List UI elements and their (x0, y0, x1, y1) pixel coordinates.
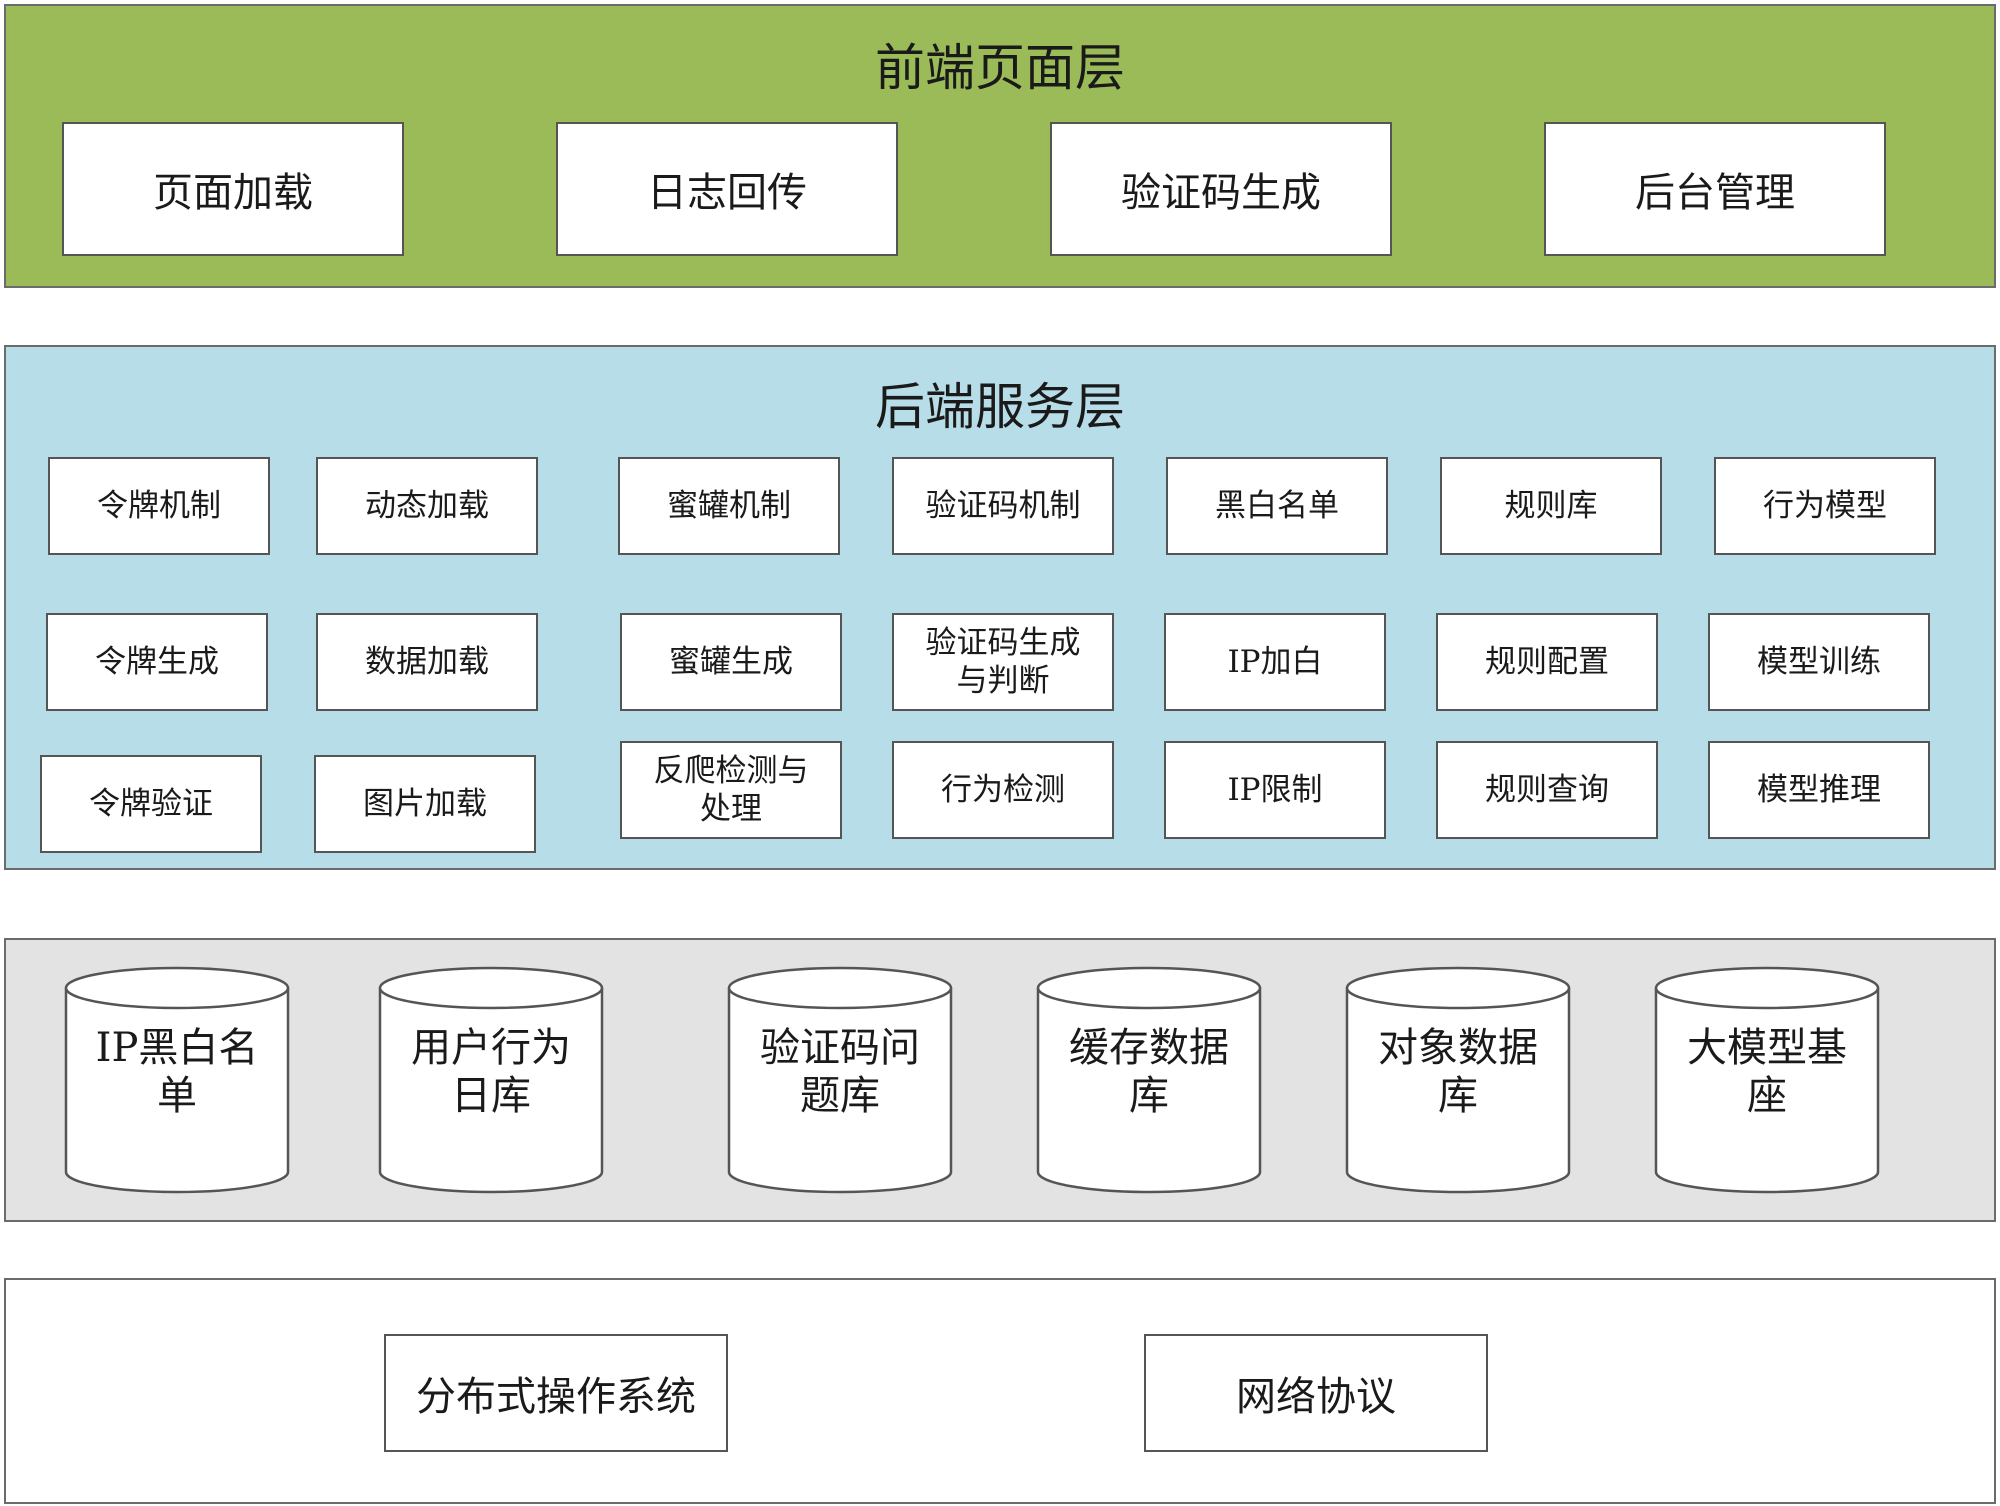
backend-token-mechanism: 令牌机制 (48, 457, 270, 555)
backend-model-train: 模型训练 (1708, 613, 1930, 711)
database-label: IP黑白名 单 (95, 1025, 259, 1119)
database-captcha-questions: 验证码问 题库 (727, 966, 953, 1194)
backend-layer-title: 后端服务层 (875, 378, 1125, 436)
backend-honeypot-mechanism: 蜜罐机制 (618, 457, 840, 555)
backend-layer: 后端服务层 令牌机制 令牌生成 令牌验证 动态加载 数据加载 图片加载 蜜罐机制… (4, 345, 1996, 870)
database-label: 大模型基 座 (1687, 1025, 1847, 1119)
database-label: 缓存数据 库 (1069, 1025, 1229, 1119)
frontend-item-page-load: 页面加载 (62, 122, 404, 256)
database-large-model: 大模型基 座 (1654, 966, 1880, 1194)
frontend-layer-title: 前端页面层 (875, 39, 1125, 97)
database-user-behavior: 用户行为 日库 (378, 966, 604, 1194)
backend-data-load: 数据加载 (316, 613, 538, 711)
backend-captcha-mechanism: 验证码机制 (892, 457, 1114, 555)
backend-ip-limit: IP限制 (1164, 741, 1386, 839)
frontend-item-log-return: 日志回传 (556, 122, 898, 256)
backend-honeypot-generate: 蜜罐生成 (620, 613, 842, 711)
backend-rule-config: 规则配置 (1436, 613, 1658, 711)
backend-anti-crawl: 反爬检测与 处理 (620, 741, 842, 839)
backend-behavior-model: 行为模型 (1714, 457, 1936, 555)
backend-dynamic-load: 动态加载 (316, 457, 538, 555)
frontend-item-admin: 后台管理 (1544, 122, 1886, 256)
frontend-item-captcha-gen: 验证码生成 (1050, 122, 1392, 256)
backend-blackwhite-list: 黑白名单 (1166, 457, 1388, 555)
backend-ip-whitelist: IP加白 (1164, 613, 1386, 711)
frontend-layer: 前端页面层 页面加载 日志回传 验证码生成 后台管理 (4, 4, 1996, 288)
database-object: 对象数据 库 (1345, 966, 1571, 1194)
cylinder-shape (378, 966, 604, 1194)
backend-rule-base: 规则库 (1440, 457, 1662, 555)
backend-token-verify: 令牌验证 (40, 755, 262, 853)
cylinder-shape (64, 966, 290, 1194)
database-label: 用户行为 日库 (411, 1025, 571, 1119)
backend-rule-query: 规则查询 (1436, 741, 1658, 839)
backend-token-generate: 令牌生成 (46, 613, 268, 711)
cylinder-shape (727, 966, 953, 1194)
backend-image-load: 图片加载 (314, 755, 536, 853)
database-cache: 缓存数据 库 (1036, 966, 1262, 1194)
database-label: 验证码问 题库 (760, 1025, 920, 1119)
backend-model-infer: 模型推理 (1708, 741, 1930, 839)
cylinder-shape (1345, 966, 1571, 1194)
infra-network-protocol: 网络协议 (1144, 1334, 1488, 1452)
backend-behavior-detect: 行为检测 (892, 741, 1114, 839)
backend-captcha-gen-judge: 验证码生成 与判断 (892, 613, 1114, 711)
infra-distributed-os: 分布式操作系统 (384, 1334, 728, 1452)
infrastructure-layer: 分布式操作系统 网络协议 (4, 1278, 1996, 1504)
cylinder-shape (1654, 966, 1880, 1194)
cylinder-shape (1036, 966, 1262, 1194)
database-label: 对象数据 库 (1378, 1025, 1538, 1119)
database-ip-blackwhite: IP黑白名 单 (64, 966, 290, 1194)
